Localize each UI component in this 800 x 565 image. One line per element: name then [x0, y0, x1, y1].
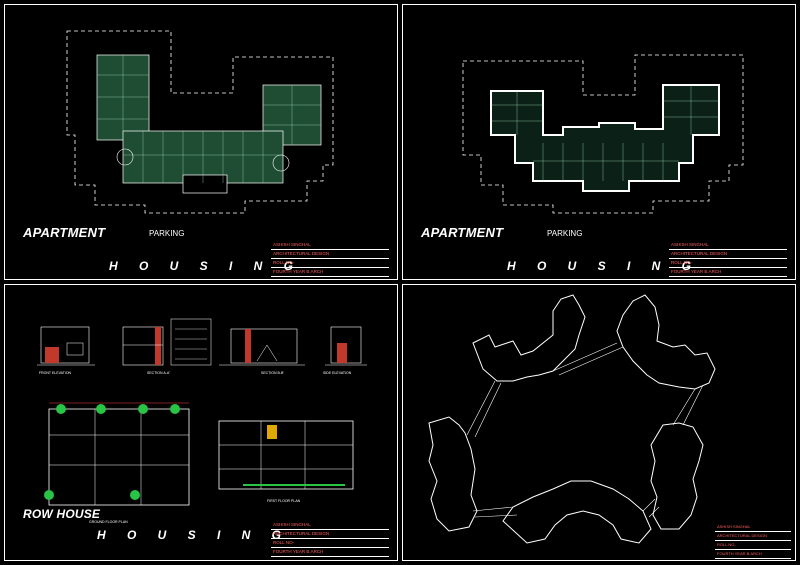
housing-banner: H O U S I N G	[507, 259, 701, 273]
sheet-title: ROW HOUSE	[23, 507, 101, 521]
parking-boundary	[66, 30, 334, 214]
cluster-drawing	[428, 294, 716, 544]
title-block-roll: ROLL NO-	[715, 541, 791, 550]
wing-top-right	[616, 294, 716, 390]
wing-right	[650, 422, 704, 530]
title-block-year: FOURTH YEAR B.ARCH	[715, 550, 791, 559]
walkway	[552, 342, 624, 376]
title-block-roll: ROLL NO-	[271, 539, 389, 548]
apartment-drawing-1	[66, 30, 334, 214]
ground-floor-plan-drawing	[44, 402, 190, 506]
housing-banner: H O U S I N G	[109, 259, 303, 273]
label-section-aa: SECTION A-A'	[147, 371, 170, 375]
cluster-plan-sheet[interactable]: ASHISH SINGHAL ARCHITECTURAL DESIGN ROLL…	[402, 284, 796, 561]
apartment-plan-sheet-1[interactable]: APARTMENT PARKING H O U S I N G ASHISH S…	[4, 4, 398, 280]
title-block-roll: ROLL NO-	[669, 259, 787, 268]
title-block-name: ASHISH SINGHAL	[271, 521, 389, 530]
sheet-subtitle: PARKING	[547, 229, 583, 238]
wing-top-left	[472, 294, 586, 382]
title-block: ASHISH SINGHAL ARCHITECTURAL DESIGN ROLL…	[271, 241, 389, 277]
title-block: ASHISH SINGHAL ARCHITECTURAL DESIGN ROLL…	[715, 523, 791, 559]
title-block: ASHISH SINGHAL ARCHITECTURAL DESIGN ROLL…	[271, 521, 389, 557]
walkway	[466, 380, 502, 438]
walkway	[472, 506, 518, 518]
title-block-subject: ARCHITECTURAL DESIGN	[271, 250, 389, 259]
title-block-year: FOURTH YEAR B.ARCH	[271, 548, 389, 557]
label-first-floor-plan: FIRST FLOOR PLAN	[267, 499, 301, 503]
title-block-subject: ARCHITECTURAL DESIGN	[271, 530, 389, 539]
label-ground-floor-plan: GROUND FLOOR PLAN	[89, 520, 128, 524]
title-block-name: ASHISH SINGHAL	[669, 241, 787, 250]
building-outline	[490, 84, 720, 192]
title-block-subject: ARCHITECTURAL DESIGN	[715, 532, 791, 541]
section-aa-drawing	[122, 318, 212, 366]
row-house-drawing	[37, 318, 367, 506]
title-block-roll: ROLL NO-	[271, 259, 389, 268]
apartment-drawing-2	[462, 54, 744, 214]
entrance-block	[182, 174, 228, 194]
title-block-name: ASHISH SINGHAL	[715, 523, 791, 532]
title-block-year: FOURTH YEAR B.ARCH	[669, 268, 787, 277]
row-house-sheet[interactable]: FRONT ELEVATION SECTION A-A' SECTION B-B…	[4, 284, 398, 561]
title-block-name: ASHISH SINGHAL	[271, 241, 389, 250]
sheet-title: APARTMENT	[421, 225, 504, 240]
sheet-title: APARTMENT	[23, 225, 106, 240]
title-block-year: FOURTH YEAR B.ARCH	[271, 268, 389, 277]
wing-left	[428, 416, 478, 532]
first-floor-plan-drawing	[218, 420, 354, 490]
side-elevation-drawing	[325, 326, 367, 366]
housing-banner: H O U S I N G	[97, 528, 291, 542]
title-block-subject: ARCHITECTURAL DESIGN	[669, 250, 787, 259]
label-front-elevation: FRONT ELEVATION	[39, 371, 72, 375]
parking-boundary	[462, 54, 744, 214]
walkway	[642, 498, 660, 518]
section-bb-drawing	[219, 328, 305, 366]
sheet-subtitle: PARKING	[149, 229, 185, 238]
apartment-plan-sheet-2[interactable]: APARTMENT PARKING H O U S I N G ASHISH S…	[402, 4, 796, 280]
front-elevation-drawing	[37, 326, 95, 366]
label-side-elevation: SIDE ELEVATION	[323, 371, 352, 375]
title-block: ASHISH SINGHAL ARCHITECTURAL DESIGN ROLL…	[669, 241, 787, 277]
label-section-bb: SECTION B-B'	[261, 371, 285, 375]
walkway	[672, 384, 704, 426]
wing-bottom	[502, 480, 652, 544]
